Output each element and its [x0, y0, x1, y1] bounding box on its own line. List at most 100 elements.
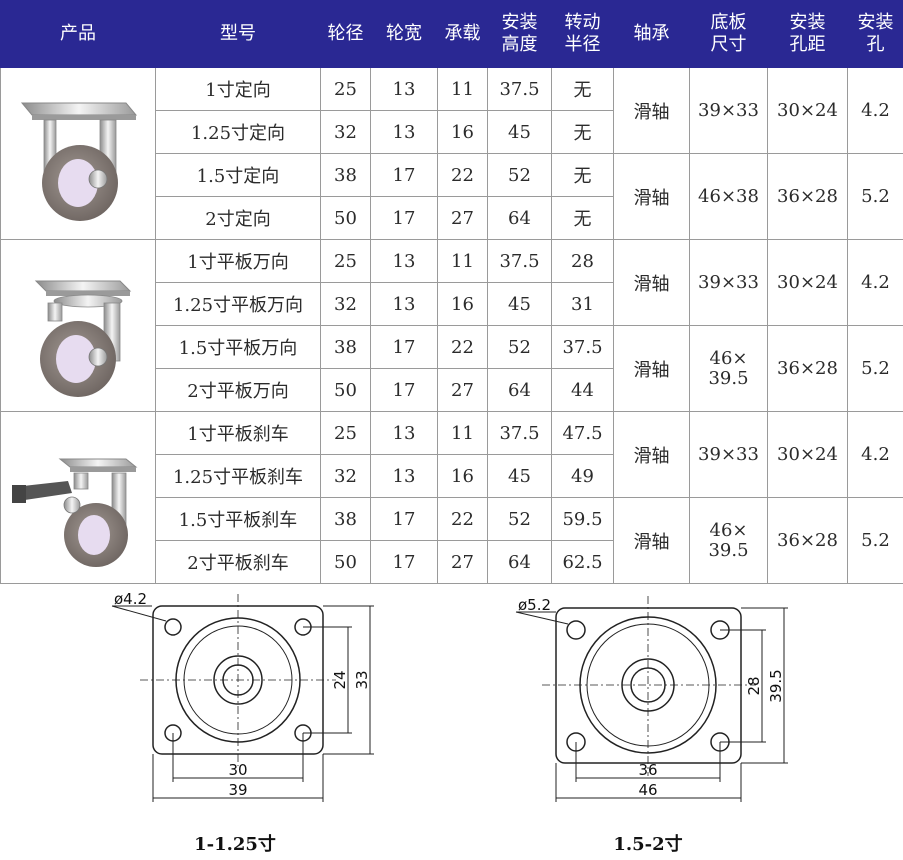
load-cell: 27 [437, 540, 488, 584]
model-cell: 1.25寸平板刹车 [155, 454, 321, 498]
diameter-cell: 25 [320, 67, 371, 111]
table-row: 2寸定向 50 17 27 64 无 [1, 196, 903, 240]
height-cell: 37.5 [487, 67, 552, 111]
header-mount-hole: 安装孔 [847, 0, 903, 68]
header-hole-spacing: 安装孔距 [767, 0, 848, 68]
height-cell: 52 [487, 153, 552, 197]
swivel-caster-image [0, 239, 156, 412]
drawing-caption-small: 1-1.25寸 [194, 834, 276, 855]
table-row: 1.5寸平板万向 38 17 22 52 37.5 滑轴 46×39.5 36×… [1, 325, 903, 412]
bearing-cell: 滑轴 [613, 153, 690, 240]
radius-cell: 59.5 [551, 497, 614, 541]
table-row: 1寸平板刹车 25 13 11 37.5 47.5 滑轴 39×33 30×24… [0, 411, 903, 584]
radius-cell: 49 [551, 454, 614, 498]
hole-spacing-cell: 36×28 [767, 497, 848, 584]
table-row: 1寸定向 25 13 11 37.5 无 滑轴 39×33 30×24 4.2 [0, 67, 903, 240]
hole-spacing-cell: 30×24 [767, 239, 848, 326]
radius-cell: 37.5 [551, 325, 614, 369]
width-cell: 13 [370, 411, 438, 455]
header-plate-size: 底板尺寸 [689, 0, 768, 68]
width-cell: 13 [370, 282, 438, 326]
radius-cell: 62.5 [551, 540, 614, 584]
height-cell: 64 [487, 540, 552, 584]
load-cell: 27 [437, 368, 488, 412]
load-cell: 16 [437, 454, 488, 498]
load-cell: 11 [437, 67, 488, 111]
radius-cell: 44 [551, 368, 614, 412]
inner-height-label: 28 [745, 676, 763, 695]
radius-cell: 无 [551, 110, 614, 154]
mount-hole-cell: 4.2 [847, 411, 903, 498]
diameter-cell: 50 [320, 368, 371, 412]
height-cell: 64 [487, 368, 552, 412]
outer-height-label: 39.5 [767, 669, 785, 702]
header-load: 承载 [437, 0, 488, 68]
outer-width-label: 39 [228, 781, 247, 799]
width-cell: 17 [370, 540, 438, 584]
header-product: 产品 [0, 0, 156, 68]
model-cell: 1.25寸平板万向 [155, 282, 321, 326]
width-cell: 13 [370, 239, 438, 283]
hole-spacing-cell: 30×24 [767, 67, 848, 154]
bearing-cell: 滑轴 [613, 411, 690, 498]
height-cell: 45 [487, 454, 552, 498]
hole-spacing-cell: 36×28 [767, 325, 848, 412]
header-install-height: 安装高度 [487, 0, 552, 68]
plate-size-cell: 39×33 [689, 411, 768, 498]
diameter-cell: 50 [320, 540, 371, 584]
plate-size-cell: 46×39.5 [689, 325, 768, 412]
diameter-cell: 38 [320, 325, 371, 369]
width-cell: 13 [370, 110, 438, 154]
table-row: 2寸平板万向 50 17 27 64 44 [1, 368, 903, 412]
model-cell: 1寸平板万向 [155, 239, 321, 283]
diameter-cell: 25 [320, 411, 371, 455]
bearing-cell: 滑轴 [613, 67, 690, 154]
load-cell: 22 [437, 497, 488, 541]
load-cell: 27 [437, 196, 488, 240]
table-row: 1寸平板万向 25 13 11 37.5 28 滑轴 39×33 30×24 4… [0, 239, 903, 412]
fixed-caster-image [0, 67, 156, 240]
model-cell: 1寸定向 [155, 67, 321, 111]
mount-hole-cell: 4.2 [847, 239, 903, 326]
radius-cell: 无 [551, 153, 614, 197]
width-cell: 17 [370, 368, 438, 412]
load-cell: 22 [437, 153, 488, 197]
hole-dim-label: ø5.2 [518, 596, 551, 614]
diameter-cell: 32 [320, 282, 371, 326]
height-cell: 45 [487, 282, 552, 326]
mount-hole-cell: 5.2 [847, 325, 903, 412]
height-cell: 64 [487, 196, 552, 240]
model-cell: 2寸平板刹车 [155, 540, 321, 584]
header-row: 产品 型号 轮径 轮宽 承载 安装高度 转动半径 轴承 底板尺寸 安装孔距 安装… [0, 0, 903, 68]
header-diameter: 轮径 [320, 0, 371, 68]
plate-size-cell: 46×38 [689, 153, 768, 240]
radius-cell: 47.5 [551, 411, 614, 455]
outer-height-label: 33 [353, 670, 371, 689]
diameter-cell: 50 [320, 196, 371, 240]
inner-width-label: 30 [228, 761, 247, 779]
mount-hole-cell: 4.2 [847, 67, 903, 154]
height-cell: 37.5 [487, 239, 552, 283]
plate-drawing-large: ø5.2 36 46 28 39.5 [515, 596, 788, 802]
model-cell: 2寸定向 [155, 196, 321, 240]
header-model: 型号 [155, 0, 321, 68]
diameter-cell: 25 [320, 239, 371, 283]
table-row: 2寸平板刹车 50 17 27 64 62.5 [1, 540, 903, 584]
table-row: 1.5寸平板刹车 38 17 22 52 59.5 滑轴 46×39.5 36×… [1, 497, 903, 584]
load-cell: 11 [437, 411, 488, 455]
model-cell: 1.25寸定向 [155, 110, 321, 154]
hole-spacing-cell: 36×28 [767, 153, 848, 240]
plate-size-cell: 39×33 [689, 67, 768, 154]
plate-size-cell: 46×39.5 [689, 497, 768, 584]
width-cell: 17 [370, 325, 438, 369]
spec-table: 产品 型号 轮径 轮宽 承载 安装高度 转动半径 轴承 底板尺寸 安装孔距 安装… [0, 0, 903, 584]
table-row: 1.25寸定向 32 13 16 45 无 [1, 110, 903, 154]
plate-drawing-small: ø4.2 30 39 24 33 [111, 590, 374, 802]
load-cell: 11 [437, 239, 488, 283]
radius-cell: 无 [551, 196, 614, 240]
diameter-cell: 32 [320, 110, 371, 154]
mount-hole-cell: 5.2 [847, 497, 903, 584]
bearing-cell: 滑轴 [613, 239, 690, 326]
width-cell: 13 [370, 454, 438, 498]
height-cell: 37.5 [487, 411, 552, 455]
